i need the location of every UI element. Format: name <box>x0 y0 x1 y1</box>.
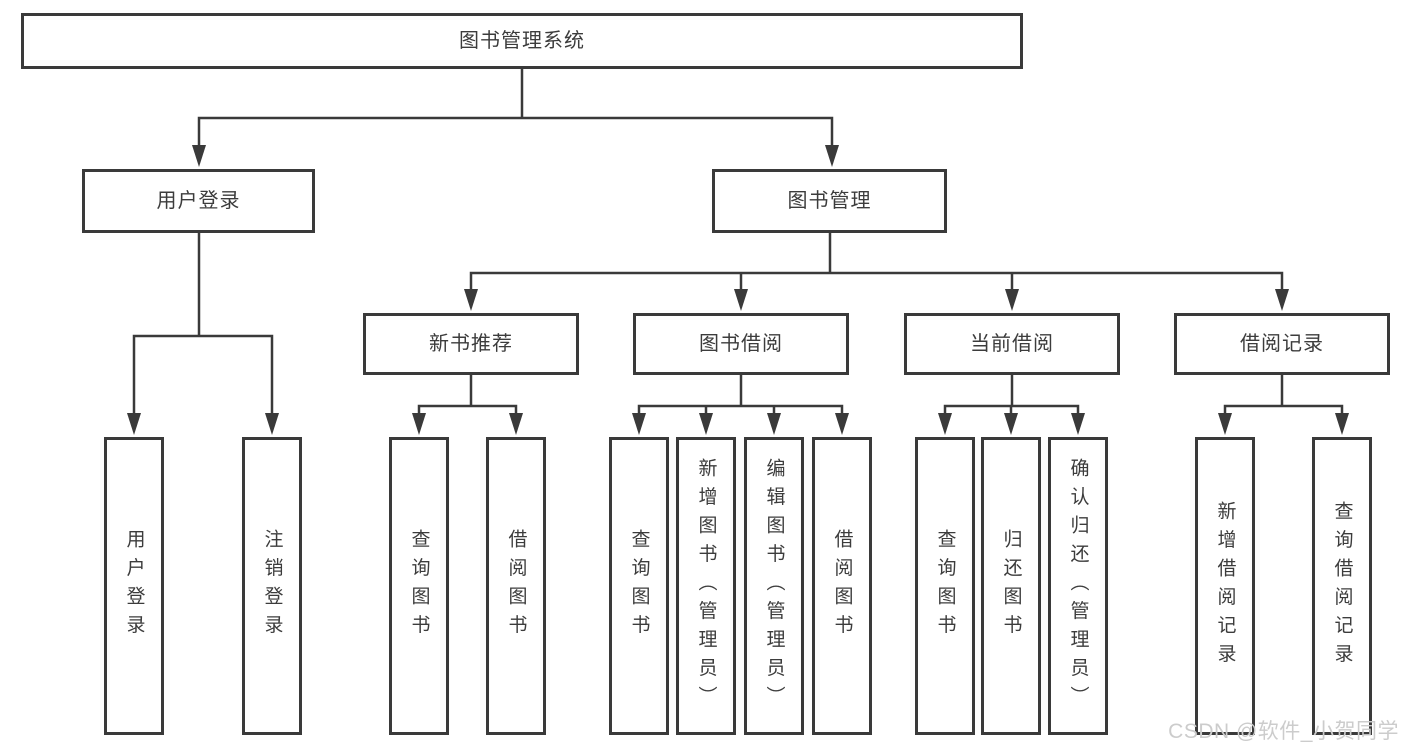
leaf-query-books-current: 查询图书 <box>915 437 975 735</box>
node-book-borrow-label: 图书借阅 <box>699 333 783 355</box>
leaf-query-borrow-record-label: 查询借阅记录 <box>1331 500 1353 672</box>
leaf-add-book-admin-label: 新增图书（管理员） <box>695 457 717 715</box>
connector-management-to-level3 <box>469 231 1284 296</box>
leaf-logout: 注销登录 <box>242 437 302 735</box>
leaf-borrow-books-recommend-label: 借阅图书 <box>505 529 527 643</box>
leaf-query-books-recommend-label: 查询图书 <box>408 529 430 643</box>
node-new-book-recommend: 新书推荐 <box>363 313 579 375</box>
connector-recommend-to-leaves <box>417 373 518 420</box>
connector-borrow-to-leaves <box>637 373 844 420</box>
node-borrow-records-label: 借阅记录 <box>1240 333 1324 355</box>
node-root: 图书管理系统 <box>21 13 1023 69</box>
connector-records-to-leaves <box>1223 373 1344 420</box>
leaf-return-book-label: 归还图书 <box>1000 529 1022 643</box>
node-borrow-records: 借阅记录 <box>1174 313 1390 375</box>
leaf-query-books-borrow-label: 查询图书 <box>628 529 650 643</box>
leaf-user-login-label: 用户登录 <box>123 529 145 643</box>
arrowheads <box>127 145 1349 435</box>
leaf-confirm-return-admin-label: 确认归还（管理员） <box>1067 457 1089 715</box>
connector-login-to-leaves <box>132 231 274 420</box>
node-book-management: 图书管理 <box>712 169 947 233</box>
node-new-book-recommend-label: 新书推荐 <box>429 333 513 355</box>
leaf-borrow-books-label: 借阅图书 <box>831 529 853 643</box>
leaf-edit-book-admin-label: 编辑图书（管理员） <box>763 457 785 715</box>
leaf-query-borrow-record: 查询借阅记录 <box>1312 437 1372 735</box>
node-book-borrow: 图书借阅 <box>633 313 849 375</box>
node-current-borrow-label: 当前借阅 <box>970 333 1054 355</box>
leaf-logout-label: 注销登录 <box>261 529 283 643</box>
leaf-query-books-recommend: 查询图书 <box>389 437 449 735</box>
csdn-watermark: CSDN @软件_小贺同学 <box>1168 720 1399 743</box>
leaf-borrow-books: 借阅图书 <box>812 437 872 735</box>
connector-current-to-leaves <box>943 373 1080 420</box>
leaf-edit-book-admin: 编辑图书（管理员） <box>744 437 804 735</box>
leaf-add-borrow-record: 新增借阅记录 <box>1195 437 1255 735</box>
node-current-borrow: 当前借阅 <box>904 313 1120 375</box>
leaf-query-books-current-label: 查询图书 <box>934 529 956 643</box>
connector-root-to-level2 <box>197 67 834 152</box>
node-user-login-label: 用户登录 <box>156 190 241 212</box>
node-book-management-label: 图书管理 <box>787 190 872 212</box>
leaf-user-login: 用户登录 <box>104 437 164 735</box>
node-root-label: 图书管理系统 <box>459 30 585 52</box>
leaf-borrow-books-recommend: 借阅图书 <box>486 437 546 735</box>
leaf-confirm-return-admin: 确认归还（管理员） <box>1048 437 1108 735</box>
leaf-add-borrow-record-label: 新增借阅记录 <box>1214 500 1236 672</box>
leaf-return-book: 归还图书 <box>981 437 1041 735</box>
node-user-login: 用户登录 <box>82 169 315 233</box>
leaf-query-books-borrow: 查询图书 <box>609 437 669 735</box>
leaf-add-book-admin: 新增图书（管理员） <box>676 437 736 735</box>
